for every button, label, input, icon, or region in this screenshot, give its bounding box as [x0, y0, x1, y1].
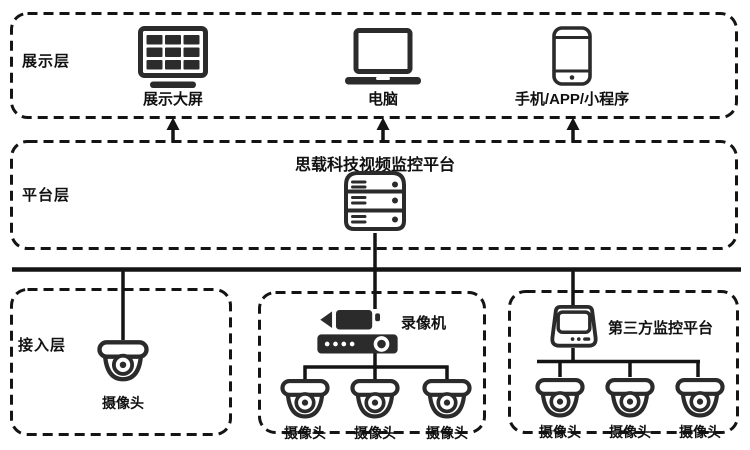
dome-camera-icon — [672, 375, 728, 421]
up-arrow-icon — [376, 117, 390, 130]
camera-unit: 摄像头 — [670, 375, 730, 442]
camera-label: 摄像头 — [354, 425, 396, 441]
thirdparty-label: 第三方监控平台 — [608, 320, 714, 337]
up-arrowheads — [166, 117, 580, 130]
display-layer-label: 展示层 — [22, 53, 71, 70]
platform-layer-label: 平台层 — [22, 187, 71, 204]
camera-label: 摄像头 — [539, 424, 581, 440]
camera-unit: 摄像头 — [600, 375, 660, 442]
dome-camera-icon — [347, 376, 403, 422]
up-arrow-icon — [566, 117, 580, 130]
recorder-label: 录像机 — [401, 315, 447, 332]
dome-camera-icon — [94, 337, 152, 385]
camera-label: 摄像头 — [284, 425, 326, 441]
camera-unit: 摄像头 — [417, 376, 477, 443]
access-layer-label: 接入层 — [18, 337, 67, 354]
platform-title: 思载科技视频监控平台 — [294, 157, 455, 174]
smartphone-icon — [552, 26, 592, 86]
camera-unit: 摄像头 — [345, 376, 405, 443]
camera-label: 摄像头 — [679, 424, 721, 440]
camera-unit: 摄像头 — [93, 337, 153, 413]
dome-camera-icon — [277, 376, 333, 422]
video-recorder-icon — [317, 309, 398, 354]
camera-unit: 摄像头 — [530, 375, 590, 442]
big-screen-label: 展示大屏 — [142, 91, 203, 108]
laptop-icon — [345, 28, 421, 85]
camera-label: 摄像头 — [426, 425, 468, 441]
dome-camera-icon — [419, 376, 475, 422]
dome-camera-icon — [532, 375, 588, 421]
camera-label: 摄像头 — [102, 395, 144, 411]
nvr-box-icon — [550, 304, 598, 348]
camera-unit: 摄像头 — [275, 376, 335, 443]
up-arrow-icon — [166, 117, 180, 130]
camera-label: 摄像头 — [609, 424, 651, 440]
mobile-label: 手机/APP/小程序 — [514, 91, 630, 108]
dome-camera-icon — [602, 375, 658, 421]
computer-label: 电脑 — [367, 91, 398, 108]
video-wall-icon — [138, 26, 208, 88]
server-icon — [344, 171, 406, 231]
